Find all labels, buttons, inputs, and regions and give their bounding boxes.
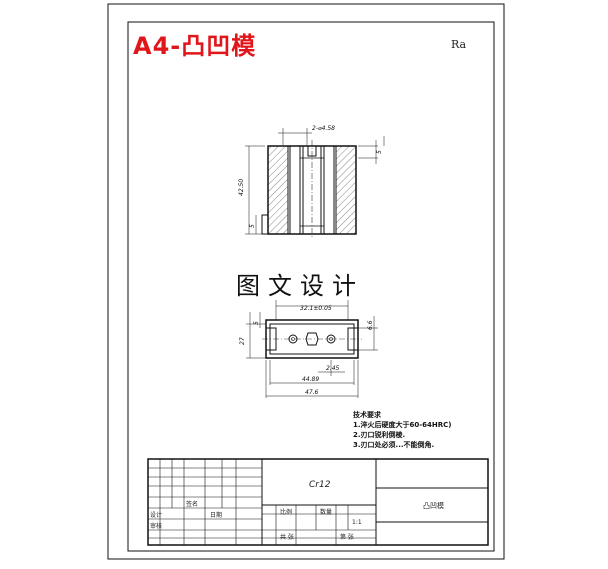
- notes-heading: 技术要求: [353, 411, 381, 419]
- material-label: Cr12: [309, 480, 331, 490]
- dim-bottom-mid: 44.89: [302, 376, 319, 383]
- sheet-count-label: 共 张: [280, 534, 294, 541]
- dim-bottom-pitch: 2.45: [326, 365, 340, 372]
- dim-top-height: 42.50: [238, 179, 245, 196]
- technical-notes: 技术要求 1.淬火后硬度大于60-64HRC) 2.刃口锐利倒棱. 3.刃口处必…: [353, 410, 452, 450]
- quantity-label: 数量: [320, 509, 333, 516]
- title-block-grid: [147, 458, 489, 546]
- part-name-label: 凸凹模: [423, 502, 444, 510]
- dim-top-step-right: 5: [376, 150, 383, 154]
- sheet-number-label: 第 张: [340, 534, 354, 541]
- inner-frame: [127, 21, 495, 552]
- checker-label: 审核: [150, 523, 163, 530]
- scale-value: 1:1: [352, 519, 362, 526]
- roughness-mark: Ra: [451, 38, 467, 51]
- dim-bottom-width-inner: 32.1±0.05: [300, 305, 332, 312]
- notes-line-2: 2.刃口锐利倒棱.: [353, 431, 406, 439]
- drawing-title: A4-凸凹模: [133, 32, 257, 60]
- dim-top-slot: 2-⌀4.58: [312, 125, 335, 132]
- dim-bottom-left-1: 5: [253, 321, 260, 325]
- plan-view: 32.1±0.05 5 27 6.6 2.45 44.89 47.6: [239, 300, 378, 398]
- dim-bottom-left-2: 27: [239, 337, 246, 345]
- dim-bottom-overall: 47.6: [305, 389, 319, 396]
- notes-line-3: 3.刃口处必须...不能倒角.: [353, 441, 435, 449]
- dim-bottom-right: 6.6: [367, 320, 374, 330]
- designer-label: 设计: [150, 512, 163, 519]
- date-label: 日期: [210, 512, 223, 519]
- dim-top-step-left: 5: [249, 224, 256, 228]
- scale-label: 比例: [280, 509, 293, 516]
- signature-label: 签名: [186, 501, 199, 508]
- section-view: 2-⌀4.58 42.50 5 5: [238, 125, 385, 238]
- watermark-text: 图文设计: [236, 272, 364, 300]
- notes-line-1: 1.淬火后硬度大于60-64HRC): [353, 421, 452, 429]
- outer-border: [107, 3, 505, 560]
